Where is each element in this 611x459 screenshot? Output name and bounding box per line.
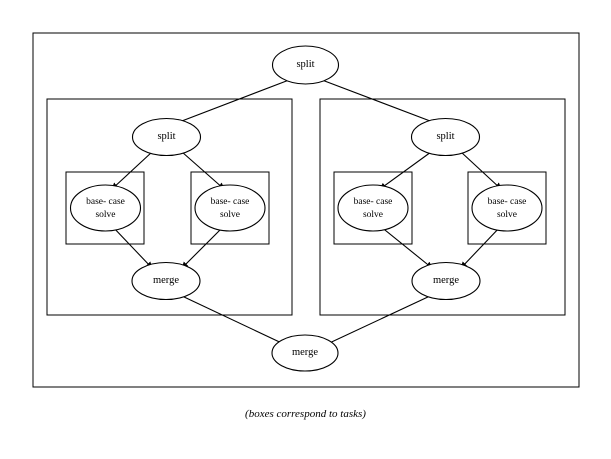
node-shape [337,184,409,232]
task-box [65,171,145,245]
task-box [46,98,293,316]
edge-arrow [379,151,432,190]
edge-arrow [111,225,153,269]
edge-arrow [111,151,153,190]
node-split-left: split [131,117,202,157]
boxes-layer [32,32,580,388]
edge-arrow [460,225,502,269]
node-shape [471,184,543,232]
node-merge-left: merge [131,261,201,301]
task-box [190,171,270,245]
node-split-root: split [271,45,340,85]
task-box [319,98,566,316]
node-merge-root: merge [271,334,339,372]
edge-arrow [181,295,289,347]
edge-arrow [181,151,225,190]
figure-caption: (boxes correspond to tasks) [245,408,366,420]
node-shape [271,45,340,85]
node-shape [131,117,202,157]
task-box [333,171,413,245]
edge-arrow [321,79,439,125]
node-shape [410,117,481,157]
node-shape [271,334,339,372]
node-shape [131,261,201,301]
edges-layer [111,79,502,347]
node-shape [411,261,481,301]
task-box [467,171,547,245]
figure-frame [32,32,580,388]
node-label: merge [292,347,318,358]
node-split-right: split [410,117,481,157]
node-shape [69,184,142,232]
node-label: merge [433,275,459,286]
node-label: split [157,131,175,142]
edge-arrow [173,79,290,125]
node-merge-right: merge [411,261,481,301]
node-label: split [296,59,314,70]
edge-arrow [181,225,225,269]
edge-arrow [379,225,433,269]
edge-arrow [322,295,431,347]
node-label: split [436,131,454,142]
edge-arrow [460,151,502,190]
node-label: merge [153,275,179,286]
node-shape [194,184,266,232]
